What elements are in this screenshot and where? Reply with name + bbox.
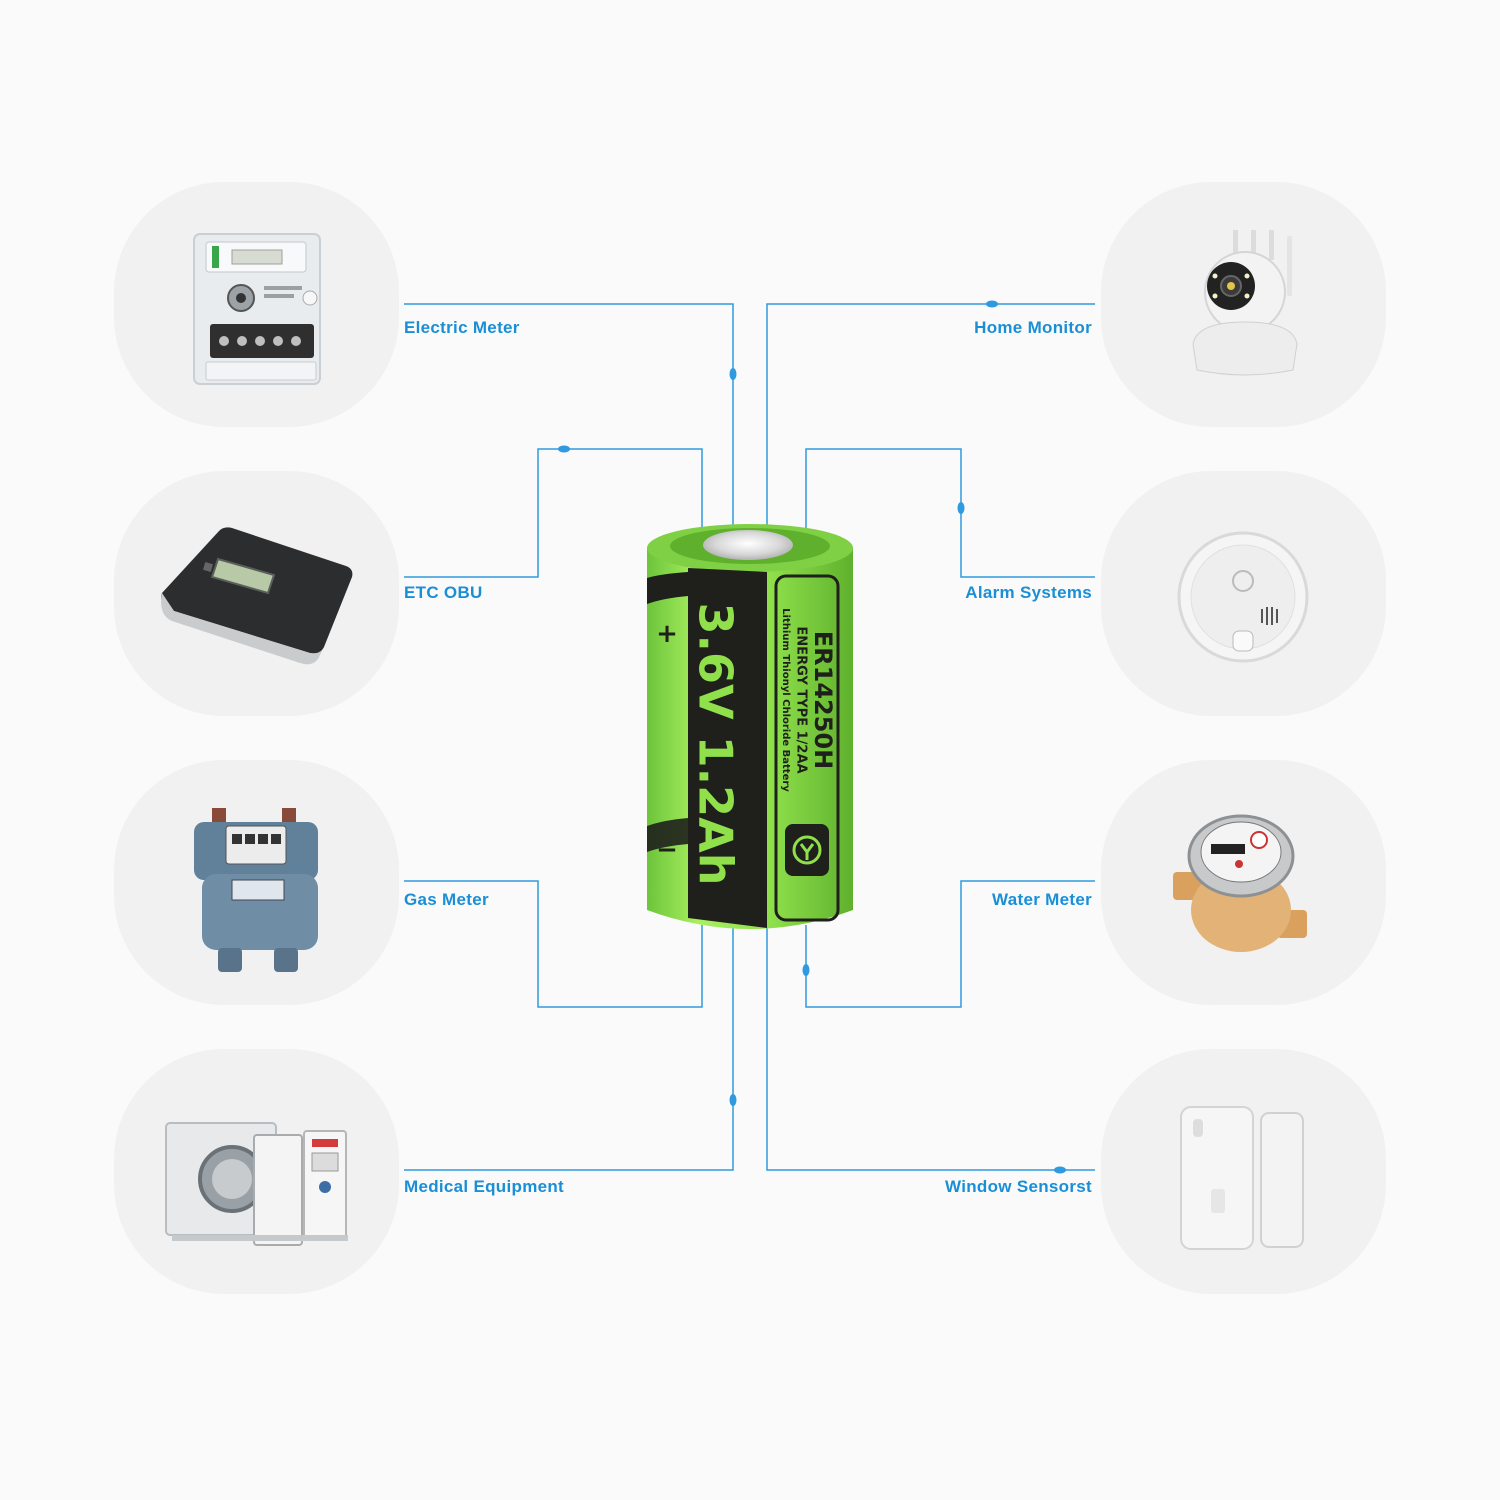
battery-chemistry: Lithium Thionyl Chloride Battery — [780, 608, 791, 792]
card-home-monitor — [1101, 182, 1386, 427]
gas-meter-icon — [194, 808, 318, 972]
label-alarm-systems: Alarm Systems — [965, 583, 1092, 602]
card-alarm-systems — [1101, 471, 1386, 716]
card-gas-meter — [114, 760, 399, 1005]
window-sensor-icon — [1180, 1106, 1304, 1250]
alarm-systems-icon — [1177, 531, 1309, 663]
battery-model: ER14250H — [809, 631, 837, 769]
home-monitor-icon — [1192, 230, 1298, 376]
label-window-sensor: Window Sensorst — [945, 1177, 1092, 1196]
label-medical-equipment: Medical Equipment — [404, 1177, 565, 1196]
label-home-monitor: Home Monitor — [974, 318, 1092, 337]
label-etc-obu: ETC OBU — [404, 583, 483, 602]
card-window-sensor — [1101, 1049, 1386, 1294]
label-gas-meter: Gas Meter — [404, 890, 489, 909]
card-electric-meter — [114, 182, 399, 427]
label-water-meter: Water Meter — [992, 890, 1092, 909]
card-etc-obu — [114, 471, 399, 716]
etc-obu-icon — [161, 527, 353, 665]
label-electric-meter: Electric Meter — [404, 318, 520, 337]
electric-meter-icon — [193, 233, 321, 385]
battery-energy-type: ENERGY TYPE 1/2AA — [794, 626, 809, 773]
water-meter-icon — [1173, 814, 1307, 952]
battery-negative-symbol: − — [656, 835, 678, 865]
medical-equipment-icon — [165, 1122, 348, 1246]
battery-rating: 3.6V 1.2Ah — [689, 603, 743, 886]
battery-positive-symbol: + — [656, 619, 678, 649]
brand-logo — [785, 824, 829, 876]
card-water-meter — [1101, 760, 1386, 1005]
card-medical-equipment — [114, 1049, 399, 1294]
